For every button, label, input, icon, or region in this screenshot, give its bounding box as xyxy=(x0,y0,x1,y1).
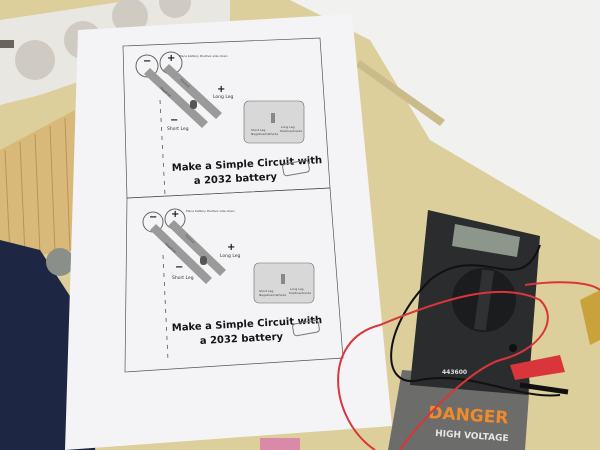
pink-item xyxy=(260,438,300,450)
svg-text:+: + xyxy=(217,84,225,95)
tape-roll xyxy=(46,248,74,276)
battery-negative-pad xyxy=(135,54,159,78)
red-lead-right xyxy=(524,281,600,291)
long-leg-label: Long Leg xyxy=(213,94,234,100)
positive-strip xyxy=(168,220,226,276)
positive-label: Positive xyxy=(184,234,195,245)
short-leg-label: Short Leg xyxy=(172,275,194,281)
svg-text:−: − xyxy=(175,262,183,273)
led-long-label: Long Leg xyxy=(281,125,295,129)
red-probe-clip xyxy=(510,355,565,380)
multimeter-display xyxy=(452,224,520,257)
black-lead xyxy=(390,244,561,397)
positive-strip xyxy=(163,64,222,119)
led-short-label: Short Leg xyxy=(251,128,265,132)
svg-text:−: − xyxy=(170,115,178,126)
led-positive-label: Positive/Anode xyxy=(289,291,311,295)
led-negative-label: Negative/Cathode xyxy=(251,132,278,136)
microbit-board xyxy=(580,290,600,345)
circuit-card-top: − + Negative Positive Place battery Posi… xyxy=(122,37,331,199)
battery-negative-sign: − xyxy=(149,212,157,223)
wooden-sticks-bundle xyxy=(0,110,80,260)
battery-note: Place battery Positive side down xyxy=(179,54,228,58)
card-title-line2: a 2032 battery xyxy=(200,332,284,347)
battery-positive-sign: + xyxy=(167,53,175,64)
test-leads xyxy=(337,244,600,450)
svg-text:+: + xyxy=(227,242,235,253)
black-probe xyxy=(519,382,569,395)
negative-strip xyxy=(144,68,208,128)
short-leg-label: Short Leg xyxy=(167,126,189,132)
negative-strip xyxy=(150,224,212,284)
probe-jack[interactable] xyxy=(509,344,517,352)
led-negative-label: Negative/Cathode xyxy=(259,293,286,297)
table-seam xyxy=(356,60,445,126)
long-leg-label: Long Leg xyxy=(220,253,241,259)
maker-logo xyxy=(292,319,320,337)
led-positive-label: Positive/Anode xyxy=(280,129,302,133)
maker-logo xyxy=(282,159,310,177)
positive-label: Positive xyxy=(179,78,190,89)
worksheet-paper xyxy=(65,14,392,450)
socket xyxy=(159,0,191,18)
led-symbol xyxy=(190,100,197,109)
battery-positive-sign: + xyxy=(171,209,179,220)
model-number: 443600 xyxy=(442,369,467,376)
card-title-line2: a 2032 battery xyxy=(194,172,278,187)
red-lead xyxy=(337,290,549,450)
led-long-label: Long Leg xyxy=(290,287,304,291)
battery-negative-sign: − xyxy=(143,56,151,67)
socket xyxy=(112,0,148,34)
socket xyxy=(15,40,55,80)
multimeter: 443600 xyxy=(410,210,540,395)
led-short-label: Short Leg xyxy=(259,289,273,293)
battery-note: Place battery Positive side down xyxy=(186,209,235,213)
